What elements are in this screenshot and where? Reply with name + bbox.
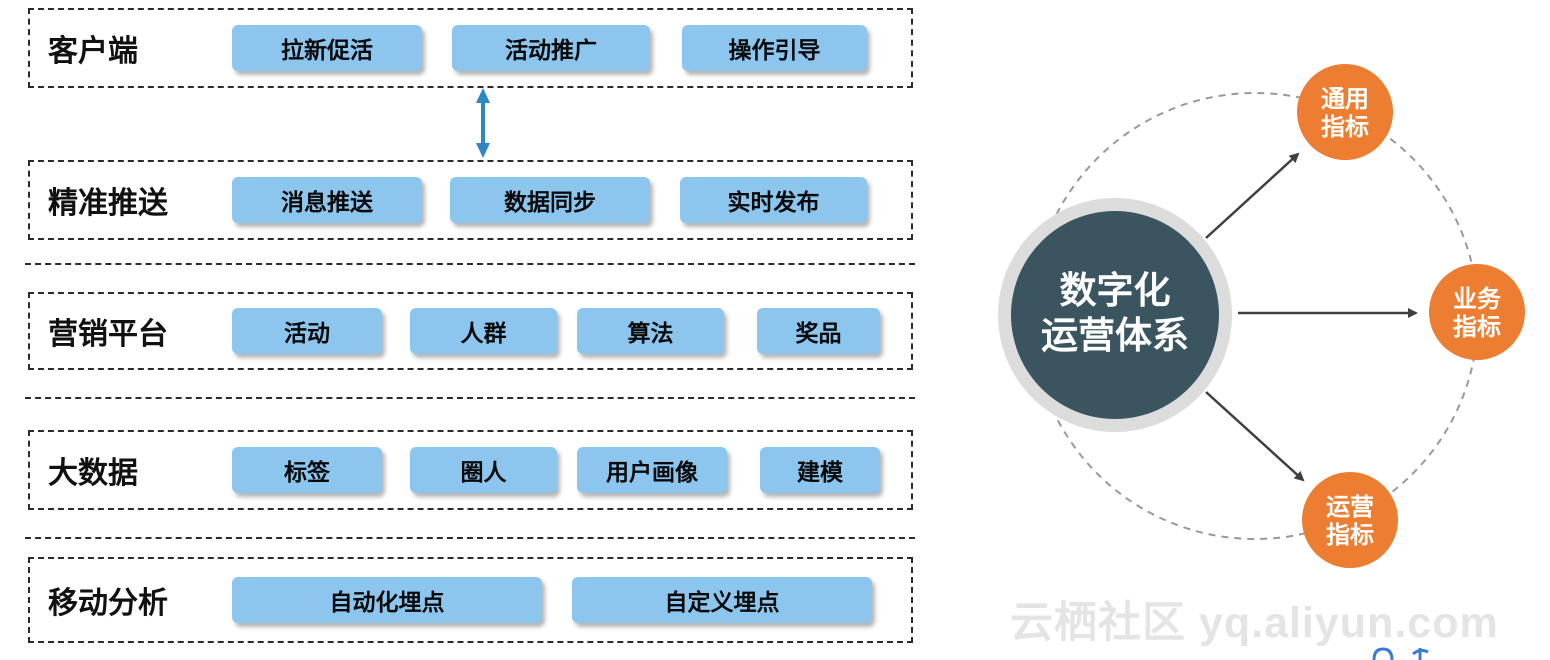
layer-button: 建模 [760, 447, 880, 493]
node-general-label-line1: 通用 [1321, 86, 1369, 113]
dashed-separator [25, 397, 915, 399]
layer-row-analytics: 移动分析 自动化埋点 自定义埋点 [28, 557, 913, 643]
layer-button: 算法 [577, 308, 724, 354]
arrow-to-operation [1205, 391, 1305, 482]
layer-button: 自定义埋点 [572, 577, 872, 623]
node-business-label-line1: 业务 [1453, 285, 1502, 313]
layer-row-bigdata: 大数据 标签 圈人 用户画像 建模 [28, 430, 913, 510]
layer-row-client: 客户端 拉新促活 活动推广 操作引导 [28, 8, 913, 88]
layer-button: 活动 [232, 308, 382, 354]
layer-row-push: 精准推送 消息推送 数据同步 实时发布 [28, 160, 913, 240]
layer-button: 活动推广 [452, 25, 650, 71]
layer-button: 人群 [410, 308, 557, 354]
layer-label: 移动分析 [48, 587, 168, 620]
center-hub-label-line2: 运营体系 [1041, 315, 1189, 356]
layer-row-marketing: 营销平台 活动 人群 算法 奖品 [28, 292, 913, 370]
layer-button: 标签 [232, 447, 382, 493]
node-operation-label-line2: 指标 [1326, 522, 1374, 549]
watermark-fragment-icon [1372, 647, 1429, 660]
layer-button: 实时发布 [680, 177, 867, 223]
layer-button: 自动化埋点 [232, 577, 542, 623]
layer-label: 营销平台 [48, 318, 168, 351]
layer-button: 消息推送 [232, 177, 422, 223]
dashed-separator [25, 263, 915, 265]
center-hub-label-line1: 数字化 [1060, 270, 1171, 311]
dashed-separator [25, 537, 915, 539]
layer-button: 操作引导 [682, 25, 867, 71]
layer-label: 精准推送 [48, 187, 168, 220]
node-general-circle [1297, 64, 1393, 160]
layer-label: 客户端 [48, 35, 138, 68]
node-business-label-line2: 指标 [1453, 314, 1501, 341]
node-operation-label-line1: 运营 [1326, 494, 1374, 521]
center-hub-circle [1011, 211, 1219, 419]
layer-button: 拉新促活 [232, 25, 422, 71]
double-arrow-icon [476, 88, 490, 158]
node-business-circle [1429, 264, 1525, 360]
arrow-to-general [1205, 152, 1300, 239]
layer-button: 奖品 [757, 308, 880, 354]
watermark-text: 云栖社区 yq.aliyun.com [1010, 599, 1499, 647]
node-general-label-line2: 指标 [1321, 114, 1369, 141]
layer-label: 大数据 [48, 457, 138, 490]
hub-diagram: 数字化 运营体系 通用 指标 业务 指标 运营 指标 [998, 64, 1525, 568]
layer-button: 数据同步 [450, 177, 650, 223]
layer-button: 用户画像 [577, 447, 727, 493]
layer-button: 圈人 [410, 447, 557, 493]
node-operation-circle [1302, 472, 1398, 568]
